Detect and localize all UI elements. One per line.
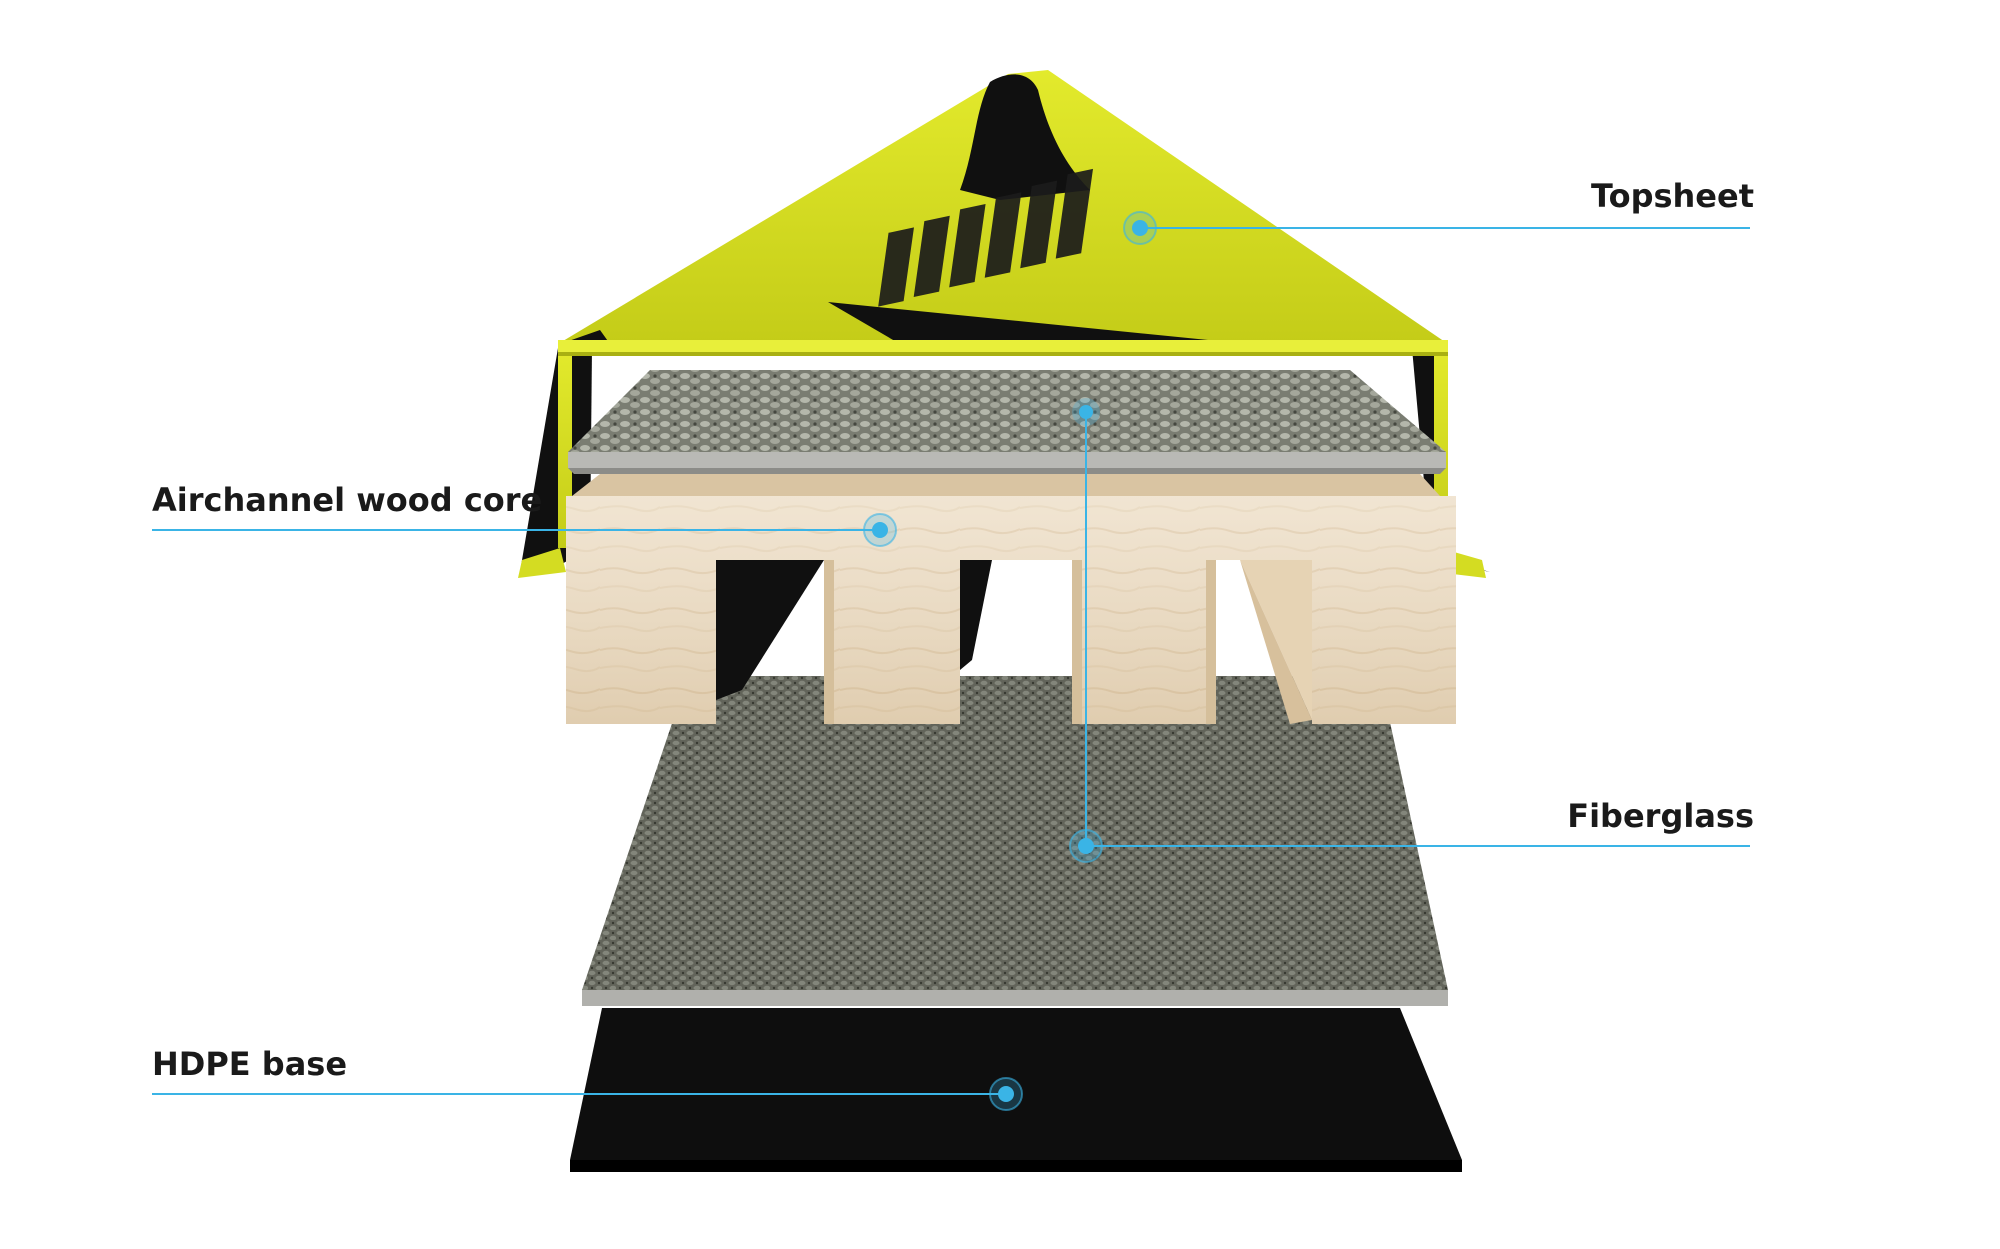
fiberglass-callout-dot — [1078, 838, 1094, 854]
callouts — [152, 211, 1750, 1111]
topsheet-callout-dot — [1132, 220, 1148, 236]
label-airchannel-wood-core: Airchannel wood core — [152, 481, 543, 519]
airchannel-wood-core-layer — [566, 474, 1456, 724]
fiberglass-upper-callout-dot — [1079, 405, 1093, 419]
wood-core-callout-dot — [872, 522, 888, 538]
fiberglass-layer — [582, 676, 1448, 1006]
topsheet-layer — [558, 70, 1448, 356]
label-fiberglass: Fiberglass — [1567, 797, 1754, 835]
base-callout-dot — [998, 1086, 1014, 1102]
label-topsheet: Topsheet — [1591, 177, 1754, 215]
hdpe-base-layer — [570, 1008, 1462, 1172]
fiberglass-upper-layer — [568, 370, 1446, 474]
label-hdpe-base: HDPE base — [152, 1045, 348, 1083]
